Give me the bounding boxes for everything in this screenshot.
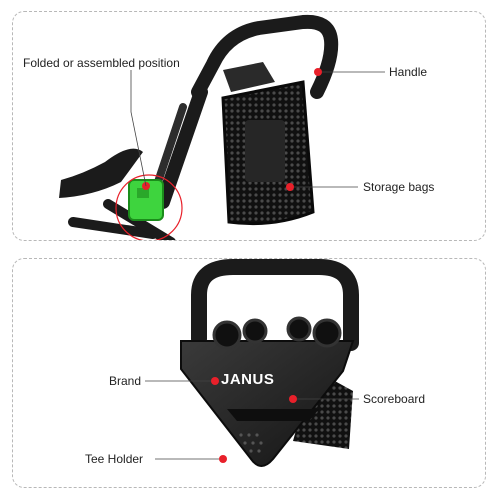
callout-scoreboard-label: Scoreboard — [363, 392, 426, 406]
leg — [103, 199, 176, 240]
scoreboard-clip — [227, 409, 319, 421]
callout-dot-brand — [211, 377, 219, 385]
callout-brand-label: Brand — [109, 374, 142, 388]
cup-holder — [312, 318, 342, 348]
cup-holder — [212, 320, 242, 350]
hinge-detail — [137, 188, 149, 198]
leader-folded — [130, 70, 147, 187]
cart-frame — [59, 14, 339, 240]
callout-dot-scoreboard — [289, 395, 297, 403]
callout-folded-label: Folded or assembled position — [23, 56, 180, 70]
callout-storage-label: Storage bags — [363, 180, 435, 194]
bottom-feature-panel: JANUS Brand Scoreboard Tee Holder — [12, 258, 486, 488]
cup-holder — [242, 318, 268, 344]
scorecard-holder — [223, 62, 275, 92]
callout-dot-storage — [286, 183, 294, 191]
cart-top-illustration — [145, 259, 359, 467]
tee-holder-holes — [239, 433, 263, 453]
callout-handle-label: Handle — [389, 65, 428, 79]
cart-top-body — [180, 259, 359, 467]
top-feature-panel: Folded or assembled position Handle Stor… — [12, 11, 486, 241]
hinge-highlight-circle — [115, 174, 183, 240]
lower-frame — [59, 148, 143, 198]
handle-bar — [191, 14, 339, 99]
cart-folding-illustration — [59, 14, 385, 240]
handle-loop — [191, 259, 359, 351]
callout-dot-tee-holder — [219, 455, 227, 463]
callout-dot-handle — [314, 68, 322, 76]
main-shaft — [156, 85, 208, 209]
leg — [68, 217, 158, 239]
bag-pocket — [245, 120, 285, 182]
cup-holder — [286, 316, 312, 342]
callout-tee-holder-label: Tee Holder — [85, 452, 144, 466]
brand-logo: JANUS — [221, 371, 275, 388]
